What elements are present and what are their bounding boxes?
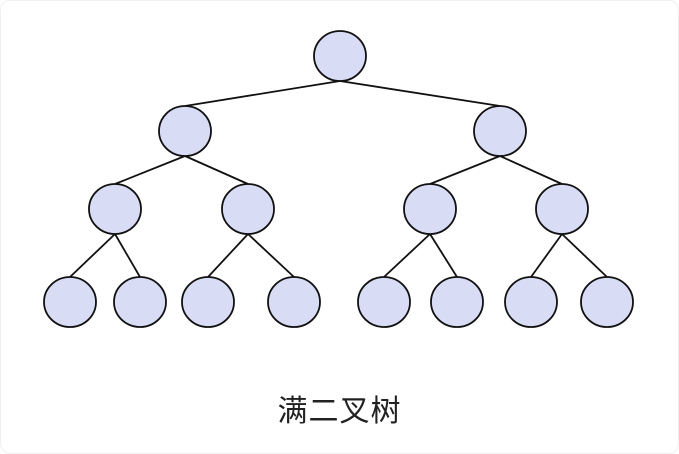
tree-edge-l2-1-0	[207, 233, 249, 278]
tree-edge-l2-3-1	[561, 233, 608, 278]
tree-edge-l2-1-1	[247, 233, 295, 278]
tree-node-l3-7	[580, 276, 634, 328]
tree-node-l2-2	[403, 183, 457, 235]
tree-edge-l2-2-1	[429, 233, 458, 278]
tree-node-l2-1	[221, 183, 275, 235]
tree-edge-l1-1-0	[429, 155, 501, 185]
tree-node-l3-5	[430, 276, 484, 328]
tree-edge-l1-0-1	[184, 155, 249, 185]
tree-node-l2-0	[88, 183, 142, 235]
tree-node-l3-4	[357, 276, 411, 328]
tree-edge-l2-3-0	[530, 233, 563, 278]
tree-node-l1-0	[158, 105, 212, 157]
tree-edge-l1-1-1	[499, 155, 563, 185]
tree-node-l2-3	[535, 183, 589, 235]
tree-node-l3-3	[267, 276, 321, 328]
tree-node-l3-0	[43, 276, 97, 328]
tree-edge-l2-2-0	[383, 233, 431, 278]
tree-edge-l2-0-0	[69, 233, 116, 278]
tree-node-l1-1	[473, 105, 527, 157]
tree-node-l3-2	[181, 276, 235, 328]
tree-node-l0-0	[313, 30, 367, 82]
diagram-caption: 满二叉树	[277, 394, 402, 429]
tree-edge-l0-0-1	[339, 80, 501, 107]
tree-node-l3-6	[504, 276, 558, 328]
tree-node-l3-1	[113, 276, 167, 328]
tree-edge-l1-0-0	[114, 155, 186, 185]
tree-edge-l2-0-1	[114, 233, 141, 278]
tree-edge-l0-0-0	[184, 80, 341, 107]
